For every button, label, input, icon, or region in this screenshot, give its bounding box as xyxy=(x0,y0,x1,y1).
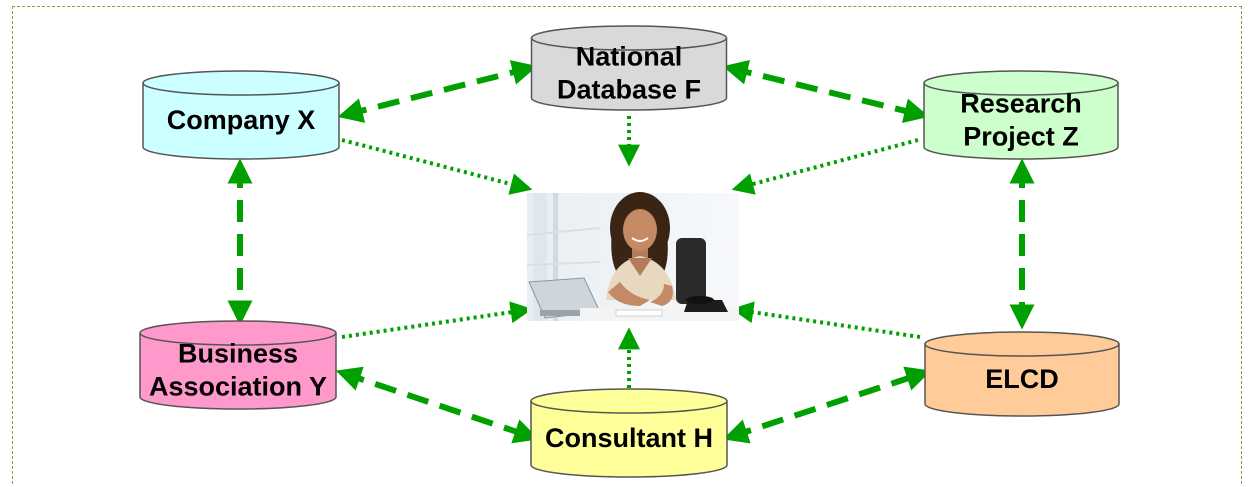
database-company-x: Company X xyxy=(142,70,340,160)
central-connections xyxy=(341,116,921,388)
arrow-national-database-f-research-project-z xyxy=(722,59,930,124)
node-label: Association Y xyxy=(149,372,327,402)
dotted-arrow-business-association-y xyxy=(341,301,533,339)
database-elcd: ELCD xyxy=(924,331,1120,417)
cylinder-top xyxy=(923,70,1119,96)
diagram-frame xyxy=(12,6,1242,484)
cylinder-body xyxy=(530,37,728,111)
node-label: Research xyxy=(960,89,1082,119)
node-label: Project Z xyxy=(963,122,1079,152)
dotted-arrow-research-project-z xyxy=(731,138,919,195)
cylinder-body xyxy=(142,82,340,160)
database-consultant-h: Consultant H xyxy=(530,388,728,478)
node-label: Consultant H xyxy=(545,423,713,453)
cylinder-top xyxy=(139,320,337,346)
cylinder-body xyxy=(139,332,337,410)
person-at-desk-photo xyxy=(526,192,739,321)
node-label: ELCD xyxy=(985,364,1059,394)
ring-connections xyxy=(227,59,1035,444)
node-label: National xyxy=(576,42,683,72)
cylinder-body xyxy=(924,343,1120,417)
arrow-consultant-h-elcd xyxy=(722,366,932,444)
dotted-arrow-company-x xyxy=(341,138,533,195)
cylinder-top xyxy=(530,25,728,51)
node-label: Business xyxy=(178,339,298,369)
cylinder-body xyxy=(923,82,1119,160)
cylinder-top xyxy=(142,70,340,96)
arrow-company-x-national-database-f xyxy=(337,60,538,123)
cylinder-top xyxy=(530,388,728,414)
node-label: Company X xyxy=(167,105,316,135)
arrow-business-association-y-consultant-h xyxy=(335,366,540,444)
node-label: Database F xyxy=(557,75,701,105)
cylinder-body xyxy=(530,400,728,478)
cylinder-top xyxy=(924,331,1120,357)
dotted-arrow-elcd xyxy=(731,301,921,339)
